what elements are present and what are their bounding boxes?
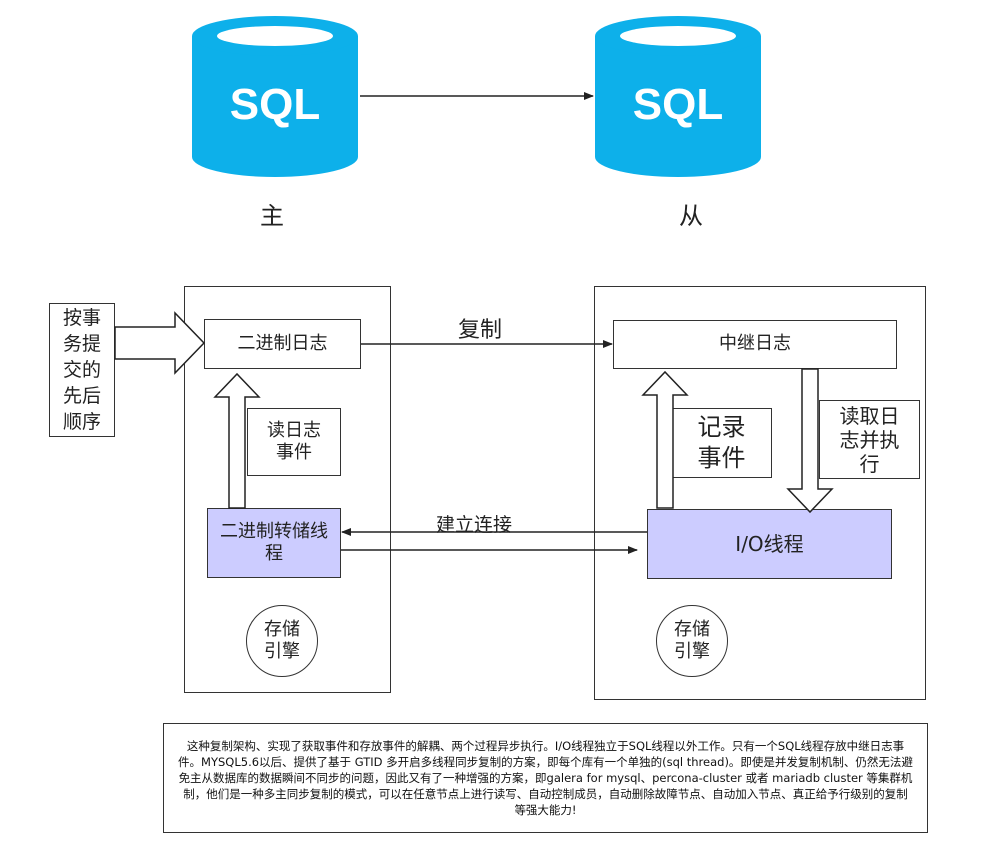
slave-storage-engine: 存储引擎 — [656, 605, 728, 677]
master-database-icon: SQL — [192, 16, 358, 177]
io-thread-box: I/O线程 — [647, 509, 892, 579]
master-label: 主 — [260, 202, 284, 230]
read-execute-box: 读取日志并执行 — [819, 400, 920, 479]
record-event-up-arrow — [641, 370, 689, 509]
read-log-event-box: 读日志事件 — [247, 408, 341, 476]
connect-label: 建立连接 — [436, 514, 513, 536]
slave-database-icon: SQL — [595, 16, 761, 177]
commit-input-arrow — [114, 311, 206, 375]
commit-order-note: 按事务提交的先后顺序 — [49, 303, 115, 437]
description-note: 这种复制架构、实现了获取事件和存放事件的解耦、两个过程异步执行。I/O线程独立于… — [163, 723, 928, 833]
record-event-box: 记录事件 — [671, 408, 772, 478]
slave-label: 从 — [679, 202, 703, 230]
read-execute-down-arrow — [786, 368, 834, 514]
master-db-text: SQL — [230, 80, 320, 129]
dump-thread-box: 二进制转储线程 — [207, 508, 341, 578]
binlog-box: 二进制日志 — [204, 319, 361, 369]
master-storage-engine: 存储引擎 — [246, 605, 318, 677]
relay-log-box: 中继日志 — [613, 320, 897, 369]
read-log-up-arrow — [213, 372, 261, 509]
replicate-label: 复制 — [458, 318, 503, 343]
slave-db-text: SQL — [633, 80, 723, 129]
